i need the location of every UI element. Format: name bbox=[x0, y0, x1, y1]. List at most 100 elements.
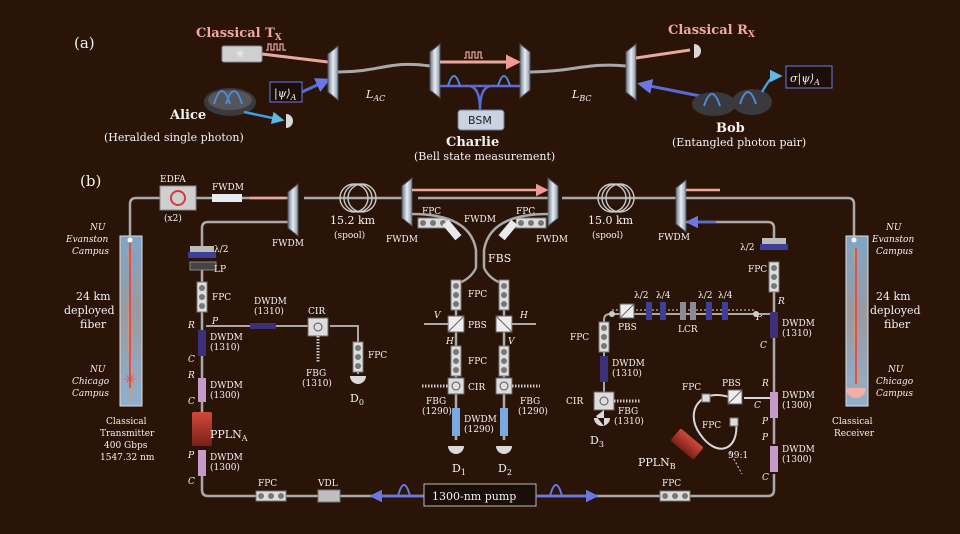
port-r-left-2: R bbox=[187, 371, 195, 381]
edfa-box bbox=[159, 185, 197, 211]
quarter-wave-bob-1 bbox=[660, 302, 666, 320]
dwdm-1300-right-2-label: DWDM bbox=[782, 445, 815, 455]
dwdm-charlie-label: DWDM bbox=[464, 415, 497, 425]
half-wave-right-label: λ/2 bbox=[740, 243, 754, 253]
detector-d1 bbox=[448, 446, 464, 454]
half-wave-left-label: λ/2 bbox=[214, 245, 228, 255]
half-wave-left bbox=[188, 246, 216, 258]
pump-pulse-left bbox=[397, 484, 411, 497]
fpc-sagnac-1 bbox=[701, 393, 711, 403]
fpc-charlie-d1-top bbox=[450, 279, 462, 311]
port-r-right-2: R bbox=[761, 379, 769, 389]
fiber-fwdm-right-link bbox=[686, 196, 782, 224]
fpc-bottom-right-label: FPC bbox=[662, 479, 681, 489]
fiber-spool-2 bbox=[597, 183, 635, 213]
mirror-a-left bbox=[327, 44, 339, 102]
classical-pulse-train bbox=[266, 43, 286, 51]
fiber-lbc bbox=[529, 63, 627, 74]
panel-a-label: (a) bbox=[74, 34, 95, 52]
fpc-d0 bbox=[352, 341, 364, 373]
fpc-charlie-right bbox=[515, 217, 547, 229]
cir-charlie-right bbox=[495, 377, 513, 395]
dwdm-charlie-left bbox=[452, 408, 460, 436]
ctx-line-4: 1547.32 nm bbox=[100, 453, 155, 463]
mirror-charlie-right bbox=[519, 42, 531, 100]
fpc-left-label: FPC bbox=[212, 293, 231, 303]
pbs-bob-label: PBS bbox=[618, 323, 637, 333]
dwdm-charlie-wl: (1290) bbox=[464, 424, 494, 435]
fwdm-charlie-left-label: FWDM bbox=[386, 235, 418, 245]
alice-to-mirror-beam bbox=[301, 78, 331, 94]
fpc-charlie-left bbox=[417, 217, 449, 229]
left-deployed: deployed bbox=[64, 304, 115, 317]
fwdm-fbs-left-box bbox=[442, 219, 462, 241]
map-right bbox=[845, 235, 869, 407]
classical-tx-beam bbox=[261, 52, 329, 64]
pump-pulse-right bbox=[549, 484, 563, 497]
detector-d3 bbox=[594, 410, 610, 426]
fpc-bottom-left-label: FPC bbox=[258, 479, 277, 489]
port-c-left-1: C bbox=[188, 355, 195, 365]
fpc-charlie-bottom-label: FPC bbox=[468, 357, 487, 367]
ppln-b-label: PPLNB bbox=[638, 456, 676, 471]
fbg-d3-wl: (1310) bbox=[614, 416, 644, 427]
mirror-charlie-left bbox=[429, 42, 441, 100]
spool-2-label: (spool) bbox=[592, 230, 623, 241]
dwdm-1300-right bbox=[770, 392, 778, 418]
vdl-box bbox=[317, 489, 341, 503]
fpc-right bbox=[768, 261, 780, 293]
port-p-right-2: P bbox=[761, 417, 769, 427]
pbs-bob bbox=[619, 303, 635, 319]
detector-d0 bbox=[350, 376, 366, 384]
classical-rx-label: Classical RX bbox=[668, 23, 755, 40]
fwdm-right-mirror bbox=[675, 178, 687, 234]
dwdm-1300-left-2-label: DWDM bbox=[210, 453, 243, 463]
right-deployed: deployed bbox=[870, 304, 921, 317]
fbg-charlie-right-label: FBG bbox=[520, 397, 540, 407]
fpc-bottom-right bbox=[659, 490, 691, 502]
ppln-b bbox=[671, 429, 703, 459]
ppln-a bbox=[192, 412, 212, 446]
charlie-label: Charlie bbox=[446, 135, 499, 150]
pump-label: 1300-nm pump bbox=[432, 490, 516, 503]
dwdm-1310-left bbox=[198, 330, 206, 356]
port-p-right-3: P bbox=[761, 433, 769, 443]
lcr-label: LCR bbox=[678, 325, 698, 335]
d1-label: D1 bbox=[452, 462, 466, 477]
pbs-sagnac-label: PBS bbox=[722, 379, 741, 389]
fbg-charlie-right-wl: (1290) bbox=[518, 406, 548, 417]
left-nu-evanston-3: Campus bbox=[72, 247, 109, 257]
classical-tx-laser: ✳ bbox=[221, 45, 263, 63]
dwdm-d0-arm-wl: (1310) bbox=[254, 306, 284, 317]
right-nu-chicago-1: NU bbox=[887, 365, 904, 375]
fpc-charlie-d1-bottom bbox=[450, 345, 462, 377]
lcr-2 bbox=[690, 302, 696, 320]
fiber-spool-1 bbox=[339, 183, 377, 213]
fwdm-charlie-right-mirror bbox=[547, 176, 559, 228]
fpc-bottom-left bbox=[255, 490, 287, 502]
half-wave-right bbox=[760, 238, 788, 250]
fiber-bottom-loop bbox=[200, 474, 776, 498]
pbs-sagnac bbox=[727, 389, 743, 405]
cir-charlie-left bbox=[447, 377, 465, 395]
pol-v-left: V bbox=[434, 311, 442, 321]
lcr-1 bbox=[680, 302, 686, 320]
dwdm-d3 bbox=[600, 356, 608, 382]
fpc-charlie-right-label: FPC bbox=[516, 207, 535, 217]
lp-left bbox=[189, 261, 217, 271]
dwdm-1300-left-2 bbox=[198, 450, 206, 476]
quarter-wave-bob-2 bbox=[722, 302, 728, 320]
spool-2-length: 15.0 km bbox=[588, 214, 634, 227]
dwdm-1300-right-2 bbox=[770, 446, 778, 472]
dwdm-1310-left-wl: (1310) bbox=[210, 342, 240, 353]
bob-to-mirror-beam bbox=[637, 78, 701, 98]
port-c-left-3: C bbox=[188, 477, 195, 487]
dwdm-1300-left bbox=[198, 378, 206, 402]
crx-line-2: Receiver bbox=[834, 429, 875, 439]
bob-label: Bob bbox=[716, 121, 745, 136]
right-length: 24 km bbox=[876, 290, 911, 303]
d3-label: D3 bbox=[590, 434, 604, 449]
fwdm-left-label: FWDM bbox=[272, 239, 304, 249]
right-nu-chicago-2: Chicago bbox=[876, 377, 914, 387]
